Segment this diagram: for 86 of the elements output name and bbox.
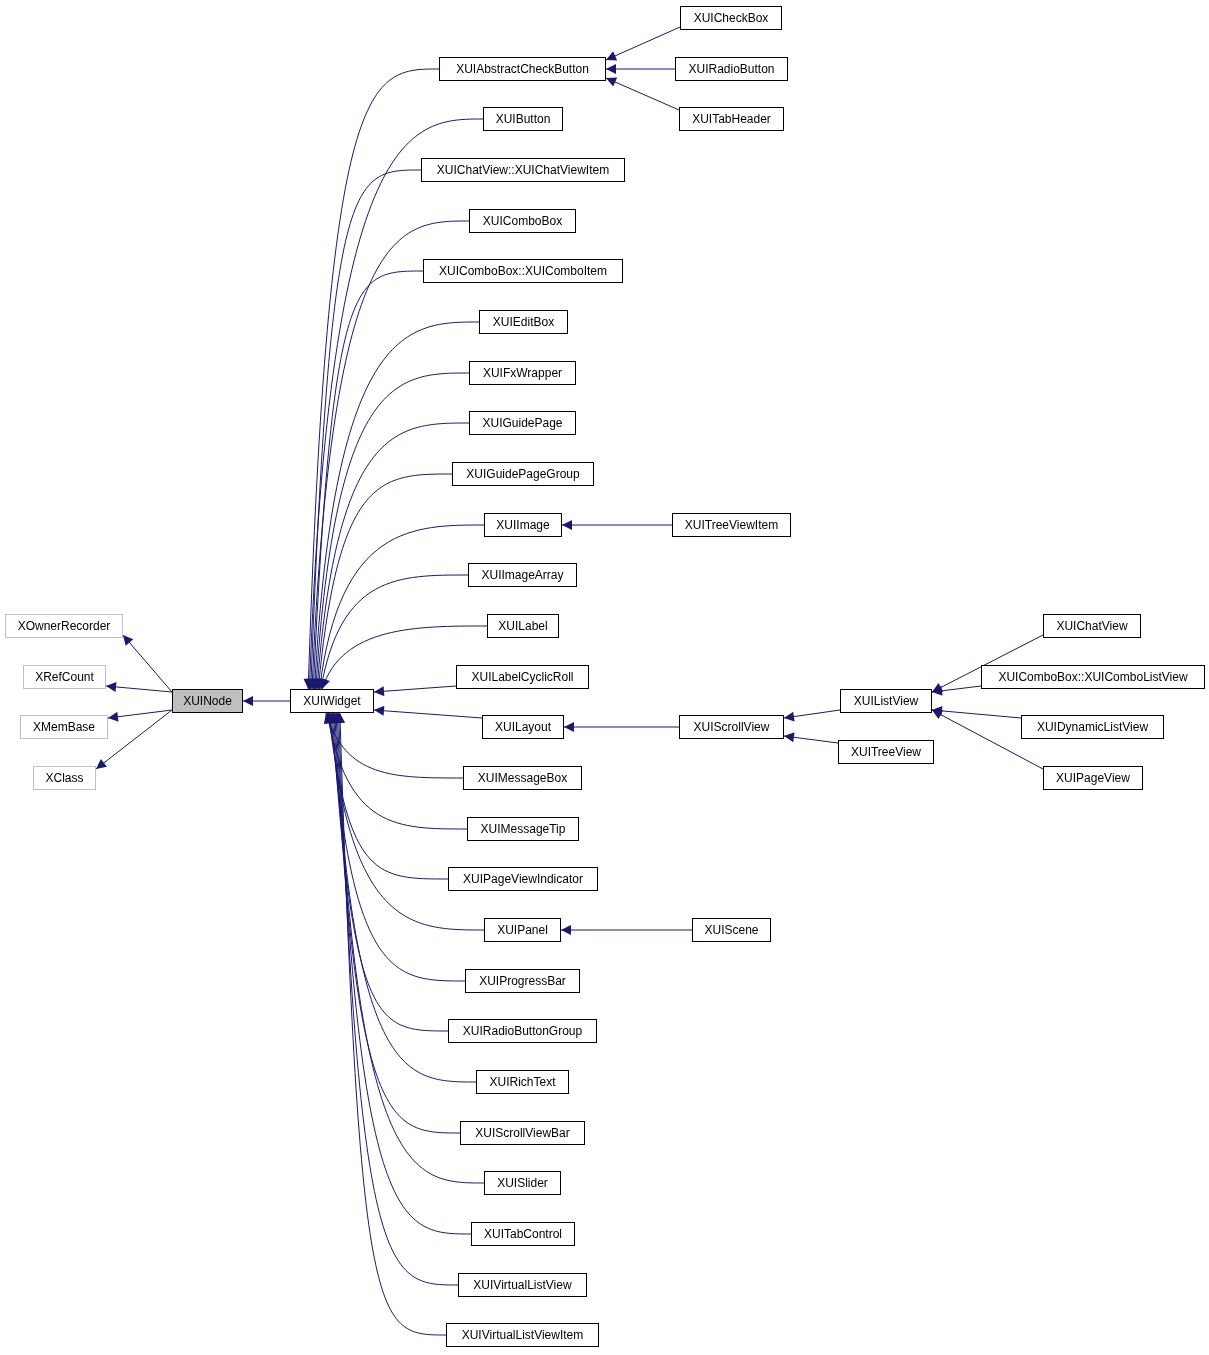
inheritance-arrow bbox=[313, 422, 470, 690]
inheritance-arrow bbox=[931, 709, 1044, 770]
class-box: XUIRadioButton bbox=[675, 57, 788, 81]
class-box: XUIVirtualListView bbox=[458, 1273, 587, 1297]
class-box: XUILabel bbox=[487, 614, 559, 638]
inheritance-arrow bbox=[324, 712, 449, 880]
class-box: XUIPageView bbox=[1043, 766, 1143, 790]
inheritance-arrow bbox=[326, 712, 466, 982]
class-box: XUIVirtualListViewItem bbox=[446, 1323, 599, 1347]
class-box: XMemBase bbox=[20, 715, 108, 739]
inheritance-arrow bbox=[318, 574, 469, 690]
class-box: XUIRichText bbox=[476, 1070, 569, 1094]
class-box: XUIScene bbox=[692, 918, 771, 942]
class-box: XUIScrollViewBar bbox=[460, 1121, 585, 1145]
class-box: XUIComboBox::XUIComboItem bbox=[423, 259, 623, 283]
class-box: XUIGuidePage bbox=[469, 411, 576, 435]
class-box: XUIPanel bbox=[484, 918, 561, 942]
class-box: XUIListView bbox=[840, 689, 932, 713]
class-box: XUIDynamicListView bbox=[1021, 715, 1164, 739]
inheritance-arrow bbox=[373, 685, 457, 697]
inheritance-arrow bbox=[373, 705, 483, 719]
inheritance-arrow bbox=[331, 712, 485, 1184]
class-box: XUIChatView bbox=[1043, 614, 1141, 638]
inheritance-arrow bbox=[325, 712, 485, 931]
class-box: XUILabelCyclicRoll bbox=[456, 665, 589, 689]
inheritance-arrow bbox=[327, 712, 449, 1032]
class-box: XUIGuidePageGroup bbox=[452, 462, 594, 486]
inheritance-arrow bbox=[95, 709, 173, 770]
class-box: XUIScrollView bbox=[679, 715, 784, 739]
class-box: XUIPageViewIndicator bbox=[448, 867, 598, 891]
class-box: XUIWidget bbox=[290, 689, 374, 713]
class-box: XRefCount bbox=[23, 665, 106, 689]
inheritance-arrow bbox=[324, 712, 468, 830]
inheritance-arrow bbox=[783, 732, 839, 744]
inheritance-arrow bbox=[931, 705, 1022, 719]
class-box: XUIImage bbox=[484, 513, 562, 537]
inheritance-arrow bbox=[306, 169, 422, 690]
inheritance-arrow bbox=[334, 712, 459, 1286]
inheritance-arrow bbox=[330, 712, 461, 1134]
inheritance-arrow bbox=[314, 473, 453, 690]
class-box: XUICheckBox bbox=[680, 6, 782, 30]
inheritance-arrow bbox=[563, 722, 680, 732]
inheritance-arrow bbox=[311, 372, 470, 690]
class-box: XUIRadioButtonGroup bbox=[448, 1019, 597, 1043]
inheritance-arrow bbox=[303, 68, 440, 690]
class-box: XUIFxWrapper bbox=[469, 361, 576, 385]
inheritance-arrow bbox=[304, 118, 484, 690]
inheritance-arrow bbox=[332, 712, 472, 1235]
class-box: XOwnerRecorder bbox=[5, 614, 123, 638]
inheritance-arrow bbox=[316, 524, 485, 690]
inheritance-arrow bbox=[605, 77, 680, 111]
class-box: XUIMessageBox bbox=[463, 766, 582, 790]
inheritance-arrow bbox=[308, 270, 424, 690]
class-box: XUITabHeader bbox=[679, 107, 784, 131]
inheritance-arrow bbox=[105, 681, 173, 693]
inheritance-arrow bbox=[931, 685, 982, 696]
class-box: XUILayout bbox=[482, 715, 564, 739]
inheritance-arrow bbox=[307, 220, 470, 690]
class-box: XUIEditBox bbox=[479, 310, 568, 334]
class-box: XUISlider bbox=[484, 1171, 561, 1195]
inheritance-arrow bbox=[321, 625, 488, 690]
class-box: XUIComboBox::XUIComboListView bbox=[981, 665, 1205, 689]
inheritance-arrow bbox=[335, 712, 447, 1336]
class-box: XUIChatView::XUIChatViewItem bbox=[421, 158, 625, 182]
class-box: XUITreeView bbox=[838, 740, 934, 764]
class-box: XUITabControl bbox=[471, 1222, 575, 1246]
inheritance-arrow bbox=[324, 712, 464, 779]
inheritance-arrow bbox=[605, 64, 676, 74]
class-box: XUIButton bbox=[483, 107, 563, 131]
class-box: XUIAbstractCheckButton bbox=[439, 57, 606, 81]
class-box: XUIProgressBar bbox=[465, 969, 580, 993]
inheritance-arrow bbox=[931, 634, 1044, 693]
inheritance-arrow bbox=[560, 925, 693, 935]
inheritance-arrow bbox=[783, 709, 841, 722]
class-box: XUIComboBox bbox=[469, 209, 576, 233]
inheritance-arrow bbox=[107, 709, 173, 722]
class-box: XUITreeViewItem bbox=[672, 513, 791, 537]
inheritance-arrow bbox=[122, 634, 173, 693]
inheritance-arrow bbox=[242, 696, 291, 706]
class-box: XUIImageArray bbox=[468, 563, 577, 587]
class-box: XUIMessageTip bbox=[467, 817, 579, 841]
class-box: XUINode bbox=[172, 689, 243, 713]
inheritance-arrow bbox=[605, 26, 681, 61]
inheritance-arrow bbox=[561, 520, 673, 530]
class-box: XClass bbox=[33, 766, 96, 790]
inheritance-arrow bbox=[310, 321, 480, 690]
